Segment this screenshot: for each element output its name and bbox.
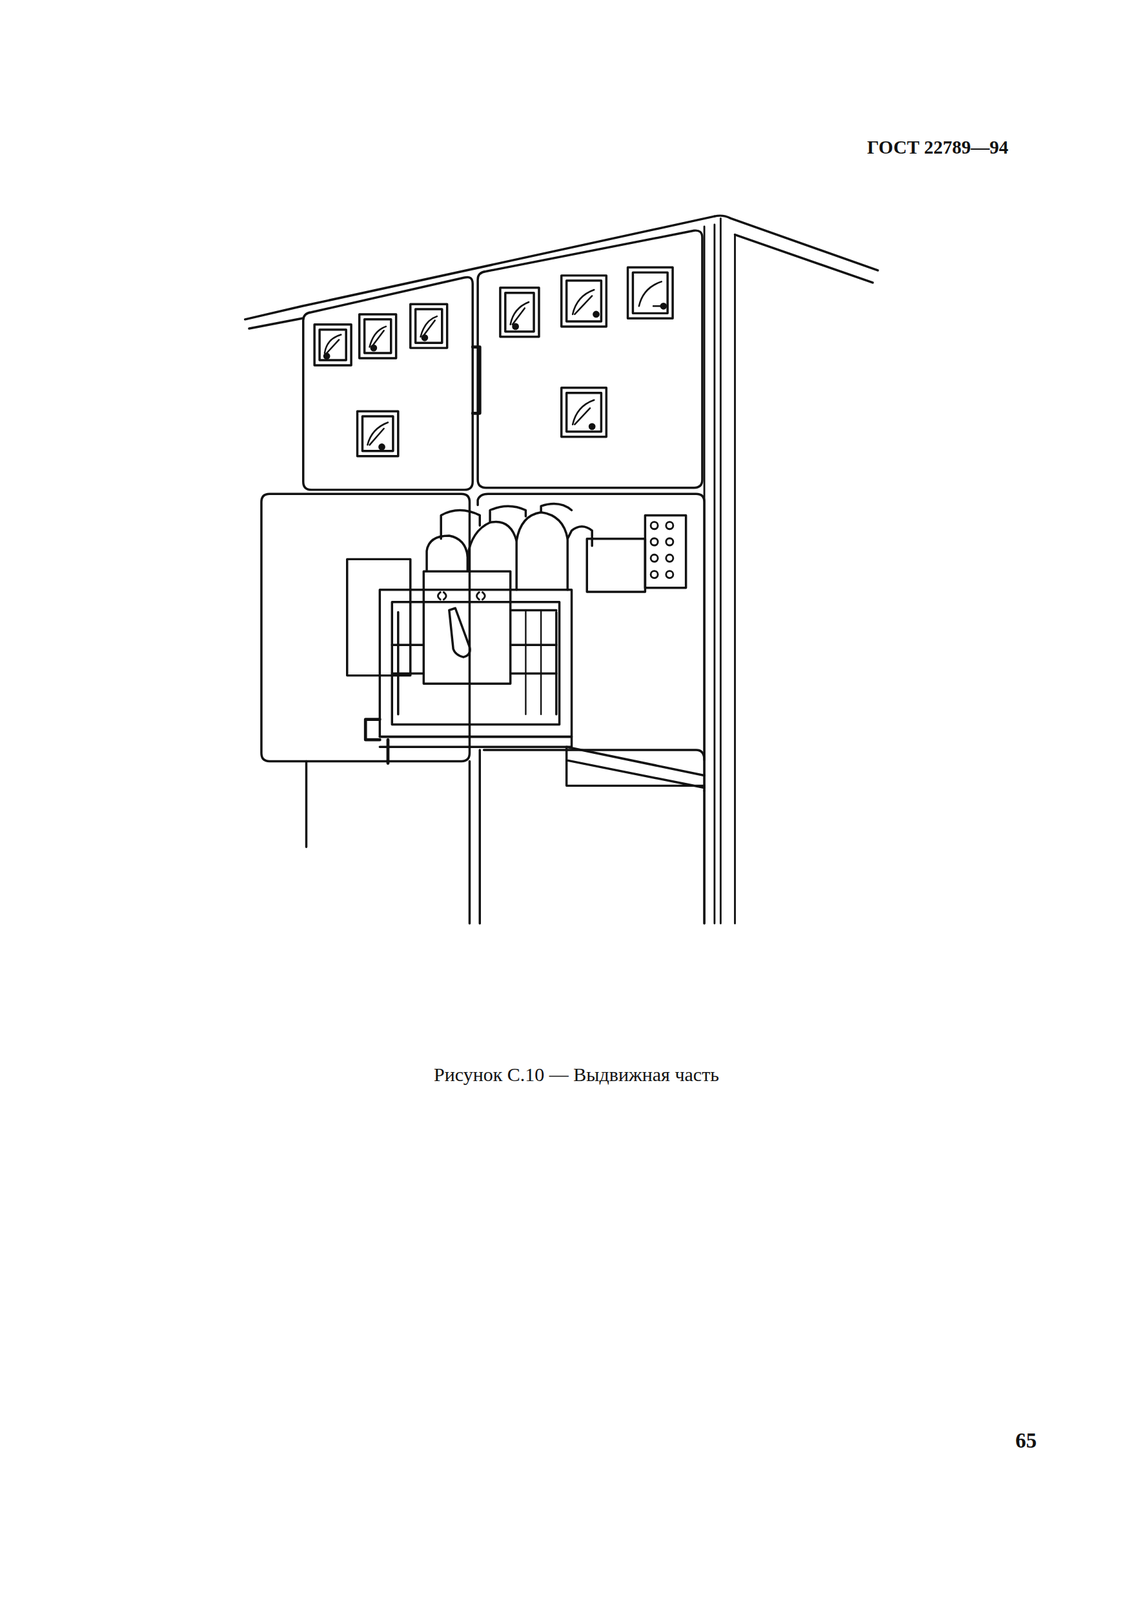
figure-caption: Рисунок С.10 — Выдвижная часть (433, 1063, 720, 1086)
drawer-details (324, 303, 674, 600)
cabinet-drawing (245, 215, 878, 924)
page-number: 65 (1015, 1429, 1037, 1454)
running-header: ГОСТ 22789—94 (866, 136, 1009, 159)
